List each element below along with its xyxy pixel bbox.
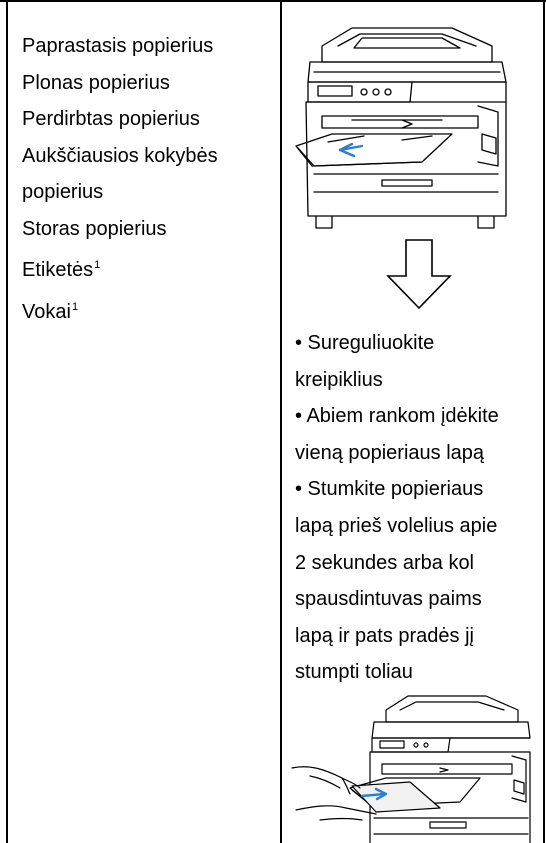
instruction-line: kreipiklius [295, 368, 383, 391]
instruction-line: lapą prieš volelius apie [295, 514, 498, 537]
paper-type-item: Perdirbtas popierius [22, 108, 200, 130]
table-column-divider [280, 0, 282, 843]
instruction-line: lapą ir pats pradės jį [295, 624, 474, 647]
printer-manual-feed-illustration [295, 27, 507, 229]
paper-type-item: Paprastasis popierius [22, 35, 214, 57]
instruction-line: 2 sekundes arba kol [295, 551, 475, 574]
instruction-line: spausdintuvas paims [295, 588, 482, 611]
printer-hands-insert-illustration [291, 695, 531, 843]
paper-type-item: Plonas popierius [22, 71, 170, 94]
arrow-down-icon [386, 239, 452, 310]
footnote-marker: 1 [94, 259, 101, 271]
instruction-line: vieną popieriaus lapą [295, 441, 485, 464]
paper-type-list: Paprastasis popierius Plonas popierius P… [22, 28, 272, 330]
table-right-border [543, 0, 545, 843]
footnote-marker: 1 [71, 300, 79, 313]
instruction-line: • Stumkite popieriaus [295, 478, 484, 501]
table-left-border [6, 0, 8, 843]
paper-type-item: popierius [22, 181, 104, 203]
instruction-line: • Sureguliuokite [295, 332, 435, 354]
paper-type-item: Aukščiausios kokybės [22, 144, 218, 167]
instruction-line: • Abiem rankom įdėkite [295, 405, 499, 428]
table-top-border [0, 0, 546, 2]
instructions-text: • Sureguliuokite kreipiklius • Abiem ran… [295, 325, 545, 691]
instruction-line: stumpti toliau [295, 661, 413, 684]
paper-type-item: Vokai1 [22, 300, 79, 323]
paper-type-item: Storas popierius [22, 217, 167, 240]
paper-type-item: Etiketės1 [22, 259, 101, 281]
